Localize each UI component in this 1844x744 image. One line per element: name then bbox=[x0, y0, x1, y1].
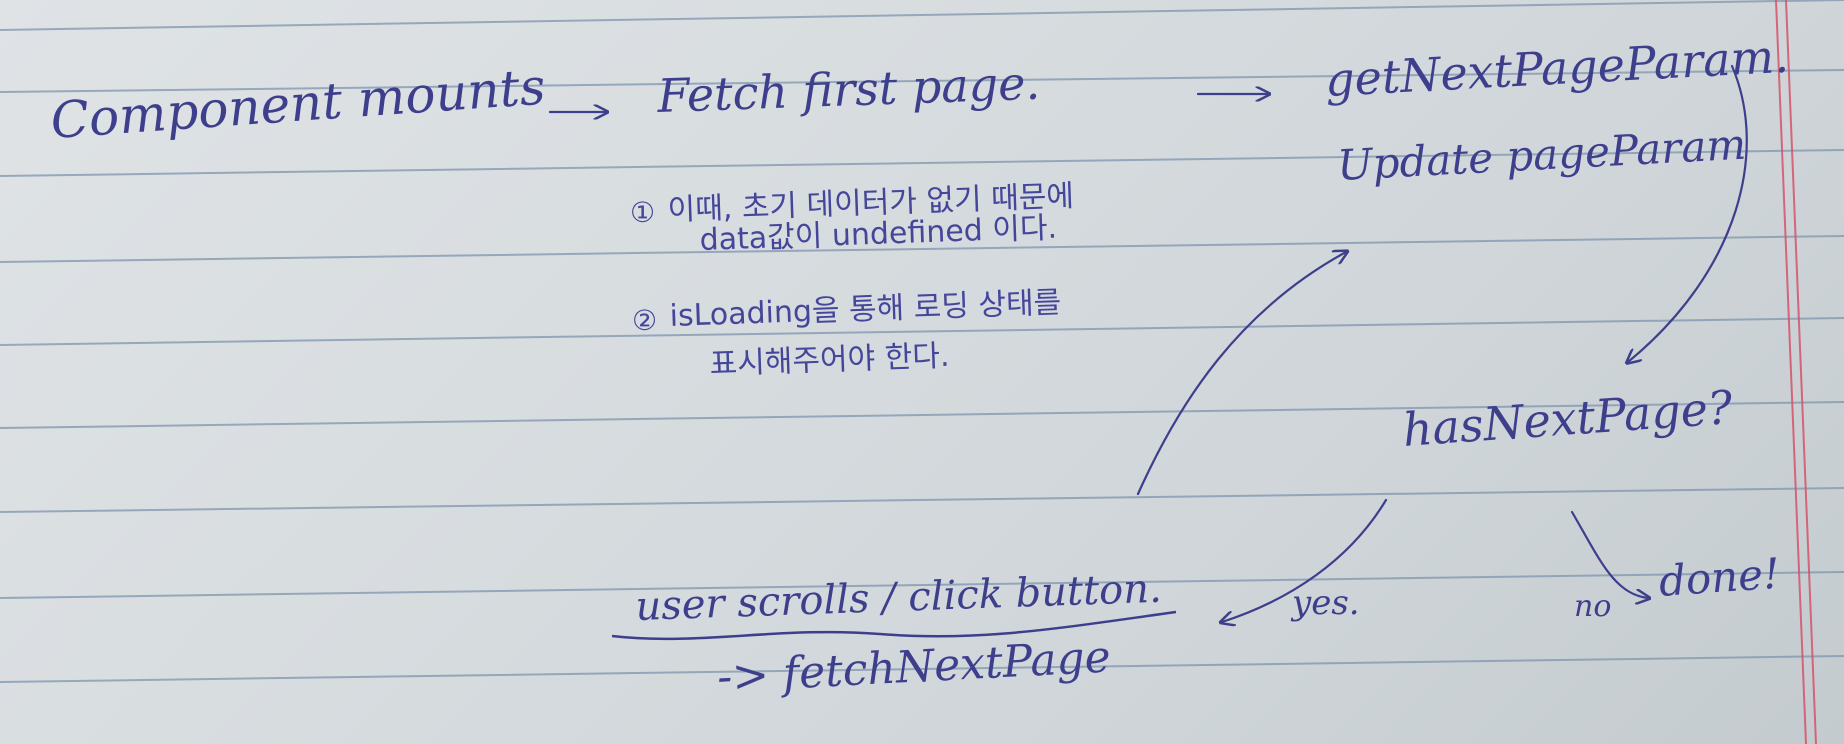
node-fetch-next-page: -> fetchNextPage bbox=[716, 631, 1112, 703]
note2-marker: ② bbox=[632, 304, 657, 337]
arrow-fetchnext-to-getnext bbox=[1136, 252, 1346, 496]
node-component-mounts: Component mounts bbox=[49, 58, 547, 150]
arrow-update-to-hasnext bbox=[1628, 64, 1748, 362]
flow-arrows bbox=[548, 64, 1748, 622]
node-update-page-param: Update pageParam bbox=[1336, 120, 1747, 190]
note2-line2: 표시해주어야 한다. bbox=[709, 339, 950, 382]
node-has-next-page: hasNextPage? bbox=[1401, 380, 1734, 457]
ruled-lines bbox=[0, 0, 1844, 683]
margin-lines bbox=[1775, 0, 1817, 744]
user-action-underline bbox=[611, 610, 1177, 641]
edge-label-no: no bbox=[1574, 589, 1611, 624]
node-fetch-first-page: Fetch first page. bbox=[655, 56, 1040, 123]
arrow-hasnext-yes bbox=[1222, 498, 1388, 622]
node-get-next-page-param: getNextPageParam. bbox=[1324, 29, 1790, 107]
node-done: done! bbox=[1657, 549, 1781, 606]
arrow-hasnext-no bbox=[1570, 510, 1648, 598]
node-user-action: user scrolls / click button. bbox=[635, 566, 1163, 630]
note1-marker: ① bbox=[630, 196, 655, 229]
edge-label-yes: yes. bbox=[1290, 583, 1360, 623]
note2-line1: isLoading을 통해 로딩 상태를 bbox=[669, 285, 1062, 334]
